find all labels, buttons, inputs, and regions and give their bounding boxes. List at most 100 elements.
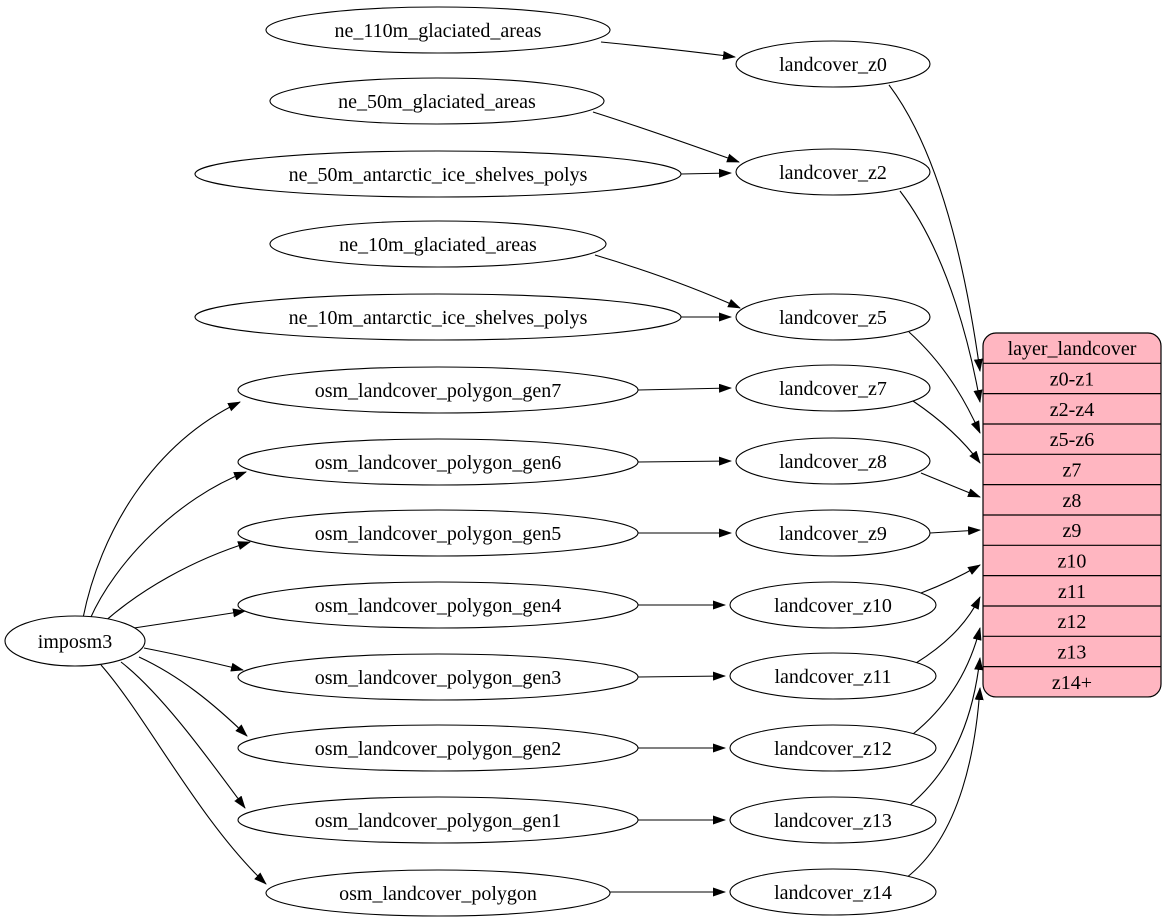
node-ellipse-ne_110m_glaciated_areas bbox=[265, 6, 611, 54]
table-row-z14+: z14+ bbox=[1052, 672, 1092, 694]
node-label-ne_10m_antarctic_ice_shelves_polys: ne_10m_antarctic_ice_shelves_polys bbox=[289, 307, 588, 329]
node-ne_10m_glaciated_areas: ne_10m_glaciated_areas bbox=[269, 220, 607, 268]
node-ellipse-landcover_z10 bbox=[729, 581, 937, 629]
table-row-z10: z10 bbox=[1058, 550, 1087, 572]
edge-imposm3-osm_landcover_polygon bbox=[100, 664, 267, 885]
node-label-osm_landcover_polygon_gen2: osm_landcover_polygon_gen2 bbox=[315, 738, 562, 760]
table-header-label: layer_landcover bbox=[1008, 338, 1137, 360]
node-ellipse-landcover_z14 bbox=[729, 868, 937, 916]
node-ellipse-landcover_z7 bbox=[735, 364, 931, 412]
edge-landcover_z0-layer_landcover-z0-z1 bbox=[888, 84, 983, 372]
node-label-landcover_z2: landcover_z2 bbox=[779, 162, 887, 184]
node-landcover_z5: landcover_z5 bbox=[735, 293, 931, 341]
node-label-osm_landcover_polygon_gen3: osm_landcover_polygon_gen3 bbox=[315, 667, 562, 689]
edge-ne_10m_glaciated_areas-landcover_z5 bbox=[594, 254, 741, 309]
node-osm_landcover_polygon_gen5: osm_landcover_polygon_gen5 bbox=[237, 509, 639, 557]
node-ellipse-osm_landcover_polygon_gen5 bbox=[237, 509, 639, 557]
node-landcover_z11: landcover_z11 bbox=[729, 652, 937, 700]
node-ellipse-osm_landcover_polygon_gen7 bbox=[237, 366, 639, 414]
edge-imposm3-osm_landcover_polygon_gen3 bbox=[143, 647, 244, 672]
table-row-z8: z8 bbox=[1063, 490, 1082, 512]
edge-landcover_z9-layer_landcover-z9 bbox=[929, 526, 981, 536]
node-landcover_z7: landcover_z7 bbox=[735, 364, 931, 412]
node-ellipse-landcover_z8 bbox=[735, 437, 931, 485]
table-row-z11: z11 bbox=[1058, 581, 1086, 603]
node-label-osm_landcover_polygon_gen5: osm_landcover_polygon_gen5 bbox=[315, 523, 562, 545]
edge-ne_50m_antarctic_ice_shelves_polys-landcover_z2 bbox=[680, 168, 732, 178]
edge-landcover_z10-layer_landcover-z10 bbox=[920, 564, 981, 594]
table-row-z2-z4: z2-z4 bbox=[1050, 399, 1094, 421]
node-ne_10m_antarctic_ice_shelves_polys: ne_10m_antarctic_ice_shelves_polys bbox=[194, 293, 682, 341]
node-landcover_z9: landcover_z9 bbox=[735, 509, 931, 557]
node-label-osm_landcover_polygon: osm_landcover_polygon bbox=[339, 883, 537, 905]
edge-landcover_z13-layer_landcover-z13 bbox=[908, 657, 984, 807]
node-label-ne_10m_glaciated_areas: ne_10m_glaciated_areas bbox=[339, 234, 537, 256]
node-ellipse-ne_50m_glaciated_areas bbox=[269, 77, 605, 125]
edge-imposm3-osm_landcover_polygon_gen4 bbox=[133, 608, 246, 629]
edge-imposm3-osm_landcover_polygon_gen7 bbox=[82, 401, 241, 619]
table-row-z12: z12 bbox=[1058, 611, 1087, 633]
node-osm_landcover_polygon_gen4: osm_landcover_polygon_gen4 bbox=[237, 581, 639, 629]
node-label-osm_landcover_polygon_gen6: osm_landcover_polygon_gen6 bbox=[315, 452, 562, 474]
node-label-ne_50m_antarctic_ice_shelves_polys: ne_50m_antarctic_ice_shelves_polys bbox=[289, 164, 588, 186]
node-ellipse-osm_landcover_polygon_gen6 bbox=[237, 438, 639, 486]
node-label-landcover_z5: landcover_z5 bbox=[779, 307, 887, 329]
edge-landcover_z5-layer_landcover-z5-z6 bbox=[908, 331, 981, 434]
node-ellipse-landcover_z9 bbox=[735, 509, 931, 557]
node-label-osm_landcover_polygon_gen7: osm_landcover_polygon_gen7 bbox=[315, 380, 562, 402]
node-ellipse-osm_landcover_polygon_gen4 bbox=[237, 581, 639, 629]
table-row-z0-z1: z0-z1 bbox=[1050, 368, 1094, 390]
node-label-landcover_z9: landcover_z9 bbox=[779, 523, 887, 545]
node-landcover_z8: landcover_z8 bbox=[735, 437, 931, 485]
edge-ne_110m_glaciated_areas-landcover_z0 bbox=[600, 41, 736, 60]
node-ne_50m_antarctic_ice_shelves_polys: ne_50m_antarctic_ice_shelves_polys bbox=[194, 150, 682, 198]
table-row-z9: z9 bbox=[1063, 520, 1082, 542]
edge-imposm3-osm_landcover_polygon_gen6 bbox=[89, 471, 247, 620]
edge-imposm3-osm_landcover_polygon_gen2 bbox=[138, 656, 248, 737]
node-landcover_z0: landcover_z0 bbox=[735, 40, 931, 88]
table-row-z7: z7 bbox=[1063, 459, 1082, 481]
node-landcover_z10: landcover_z10 bbox=[729, 581, 937, 629]
node-landcover_z13: landcover_z13 bbox=[729, 796, 937, 844]
node-ellipse-osm_landcover_polygon_gen2 bbox=[237, 724, 639, 772]
table-row-z13: z13 bbox=[1058, 641, 1087, 663]
node-ellipse-imposm3 bbox=[4, 615, 146, 667]
table-row-z5-z6: z5-z6 bbox=[1050, 429, 1094, 451]
edge-landcover_z14-layer_landcover-z14+ bbox=[905, 687, 984, 879]
node-label-landcover_z14: landcover_z14 bbox=[774, 882, 892, 904]
node-ellipse-landcover_z5 bbox=[735, 293, 931, 341]
node-landcover_z12: landcover_z12 bbox=[729, 724, 937, 772]
node-landcover_z14: landcover_z14 bbox=[729, 868, 937, 916]
node-label-osm_landcover_polygon_gen4: osm_landcover_polygon_gen4 bbox=[315, 595, 562, 617]
node-ellipse-landcover_z12 bbox=[729, 724, 937, 772]
node-ellipse-landcover_z11 bbox=[729, 652, 937, 700]
node-osm_landcover_polygon_gen6: osm_landcover_polygon_gen6 bbox=[237, 438, 639, 486]
node-label-landcover_z10: landcover_z10 bbox=[774, 595, 892, 617]
node-osm_landcover_polygon_gen7: osm_landcover_polygon_gen7 bbox=[237, 366, 639, 414]
node-label-ne_110m_glaciated_areas: ne_110m_glaciated_areas bbox=[335, 20, 542, 42]
edge-landcover_z11-layer_landcover-z11 bbox=[915, 596, 981, 664]
edge-landcover_z12-layer_landcover-z12 bbox=[912, 627, 982, 735]
node-ellipse-osm_landcover_polygon_gen1 bbox=[237, 796, 639, 844]
node-ellipse-osm_landcover_polygon_gen3 bbox=[237, 653, 639, 701]
node-label-ne_50m_glaciated_areas: ne_50m_glaciated_areas bbox=[338, 91, 536, 113]
node-landcover_z2: landcover_z2 bbox=[735, 148, 931, 196]
edge-landcover_z2-layer_landcover-z2-z4 bbox=[899, 190, 983, 403]
node-ellipse-landcover_z0 bbox=[735, 40, 931, 88]
edge-landcover_z7-layer_landcover-z7 bbox=[912, 400, 981, 464]
edge-osm_landcover_polygon_gen6-landcover_z8 bbox=[637, 456, 732, 466]
node-ellipse-osm_landcover_polygon bbox=[265, 869, 611, 917]
node-ne_50m_glaciated_areas: ne_50m_glaciated_areas bbox=[269, 77, 605, 125]
node-ellipse-ne_50m_antarctic_ice_shelves_polys bbox=[194, 150, 682, 198]
node-label-landcover_z11: landcover_z11 bbox=[775, 666, 892, 688]
edge-osm_landcover_polygon_gen3-landcover_z11 bbox=[637, 671, 726, 681]
edge-imposm3-osm_landcover_polygon_gen5 bbox=[102, 541, 251, 624]
node-ellipse-ne_10m_glaciated_areas bbox=[269, 220, 607, 268]
node-label-landcover_z7: landcover_z7 bbox=[779, 378, 887, 400]
edge-landcover_z8-layer_landcover-z8 bbox=[920, 472, 981, 498]
edge-ne_50m_glaciated_areas-landcover_z2 bbox=[592, 111, 740, 163]
edge-osm_landcover_polygon_gen7-landcover_z7 bbox=[637, 383, 732, 393]
table-layer_landcover: layer_landcover z0-z1 z2-z4 z5-z6 z7 z8 z9 z10 z… bbox=[982, 332, 1162, 698]
